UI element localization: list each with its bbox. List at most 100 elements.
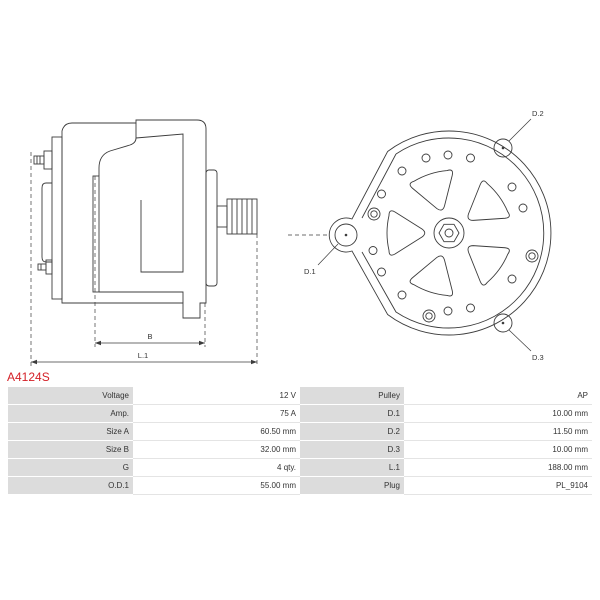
- size-b-value: 32.00 mm: [133, 440, 300, 459]
- flange-outline: [328, 130, 552, 336]
- vent-window: [409, 255, 453, 297]
- amp-label: Amp.: [8, 404, 133, 423]
- spec-row: Size B 32.00 mm D.3 10.00 mm: [8, 440, 592, 459]
- d1-spec-label: D.1: [300, 404, 404, 423]
- spec-row: Size A 60.50 mm D.2 11.50 mm: [8, 422, 592, 441]
- vent-window: [386, 210, 426, 256]
- vent-window: [467, 245, 510, 286]
- g-label: G: [8, 458, 133, 477]
- terminal-thread-upper: [33, 155, 45, 165]
- vent-hole: [443, 150, 453, 160]
- dim-l1-label: L.1: [138, 351, 148, 360]
- front-housing-contour: [135, 133, 184, 273]
- vent-hole: [518, 203, 528, 213]
- spec-row: G 4 qty. L.1 188.00 mm: [8, 458, 592, 477]
- mounting-hole-d3: D.3: [493, 313, 544, 362]
- vent-hole: [507, 182, 517, 192]
- d2-spec-label: D.2: [300, 422, 404, 441]
- pulley-value: AP: [404, 387, 592, 405]
- screw-recess: [528, 252, 536, 260]
- spec-row: Voltage 12 V Pulley AP: [8, 387, 592, 405]
- d1-spec-value: 10.00 mm: [404, 404, 592, 423]
- rear-cover: [41, 182, 52, 263]
- d3-leader: [508, 329, 532, 352]
- pulley-hub: [216, 205, 228, 228]
- d2-label: D.2: [532, 109, 544, 118]
- pulley-grooves: [231, 199, 253, 234]
- l1-spec-value: 188.00 mm: [404, 458, 592, 477]
- mounting-hole-d1: D.1: [304, 223, 358, 276]
- size-a-value: 60.50 mm: [133, 422, 300, 441]
- voltage-label: Voltage: [8, 387, 133, 405]
- plug-label: Plug: [300, 476, 404, 495]
- d3-label: D.3: [532, 353, 544, 362]
- amp-value: 75 A: [133, 404, 300, 423]
- mounting-hole-d2: D.2: [493, 109, 544, 158]
- dim-b-label: B: [147, 332, 152, 341]
- rear-end-plate: [51, 136, 63, 300]
- nut-hexagon: [438, 223, 460, 243]
- plug-value: PL_9104: [404, 476, 592, 495]
- l1-spec-label: L.1: [300, 458, 404, 477]
- d1-label: D.1: [304, 267, 316, 276]
- vent-hole: [466, 153, 475, 163]
- shaft-end: [444, 228, 454, 238]
- mounting-hole-d1-center: [344, 233, 348, 237]
- size-b-label: Size B: [8, 440, 133, 459]
- side-view: B L.1: [30, 119, 258, 366]
- spec-row: O.D.1 55.00 mm Plug PL_9104: [8, 476, 592, 495]
- screw-recess: [425, 312, 433, 320]
- thread-ticks-upper: [36, 156, 41, 164]
- vent-hole: [397, 290, 407, 300]
- od1-value: 55.00 mm: [133, 476, 300, 495]
- g-value: 4 qty.: [133, 458, 300, 477]
- vent-holes: [368, 150, 528, 316]
- vent-hole: [368, 246, 378, 255]
- mounting-hole-d3-circle: [493, 313, 513, 333]
- spec-row: Amp. 75 A D.1 10.00 mm: [8, 404, 592, 423]
- flange-inner-rim: [361, 137, 545, 329]
- d2-spec-value: 11.50 mm: [404, 422, 592, 441]
- housing-screw: [367, 207, 381, 221]
- alternator-technical-drawing: B L.1: [30, 109, 552, 366]
- pulley-label: Pulley: [300, 387, 404, 405]
- terminal-nut-upper: [43, 150, 53, 170]
- screw-head: [367, 207, 381, 221]
- housing-screw: [525, 249, 539, 263]
- vent-hole: [421, 153, 431, 163]
- stator-band: [92, 175, 100, 293]
- mounting-hole-d2-center: [501, 146, 505, 150]
- housing-base-line: [99, 291, 184, 303]
- d3-spec-label: D.3: [300, 440, 404, 459]
- stator-top-contour: [98, 123, 137, 176]
- terminal-thread-lower: [37, 263, 47, 271]
- vent-hole: [397, 166, 407, 176]
- product-code: A4124S: [7, 370, 50, 384]
- d2-leader: [508, 118, 532, 142]
- vent-window: [467, 180, 510, 221]
- voltage-value: 12 V: [133, 387, 300, 405]
- vent-window: [409, 169, 453, 211]
- housing-outline: [61, 119, 207, 319]
- spec-table: Voltage 12 V Pulley AP Amp. 75 A D.1 10.…: [8, 387, 592, 495]
- screw-head: [525, 249, 539, 263]
- mounting-hole-d2-circle: [493, 138, 513, 158]
- nut-washer: [433, 217, 465, 249]
- terminal-stud-upper: [33, 150, 53, 170]
- front-bearing-plate: [205, 169, 218, 287]
- vent-hole: [466, 303, 475, 313]
- housing-screw: [422, 309, 436, 323]
- mounting-hole-d3-center: [501, 321, 505, 325]
- screw-recess: [370, 210, 378, 218]
- mounting-hole-d1-circle: [334, 223, 358, 247]
- d1-leader: [317, 243, 339, 266]
- vent-hole: [377, 267, 386, 277]
- od1-label: O.D.1: [8, 476, 133, 495]
- front-view: D.1 D.2 D.3: [288, 109, 552, 362]
- screw-head: [422, 309, 436, 323]
- d3-spec-value: 10.00 mm: [404, 440, 592, 459]
- size-a-label: Size A: [8, 422, 133, 441]
- vent-hole: [377, 189, 386, 199]
- vent-hole: [507, 274, 517, 284]
- vent-hole: [443, 306, 453, 316]
